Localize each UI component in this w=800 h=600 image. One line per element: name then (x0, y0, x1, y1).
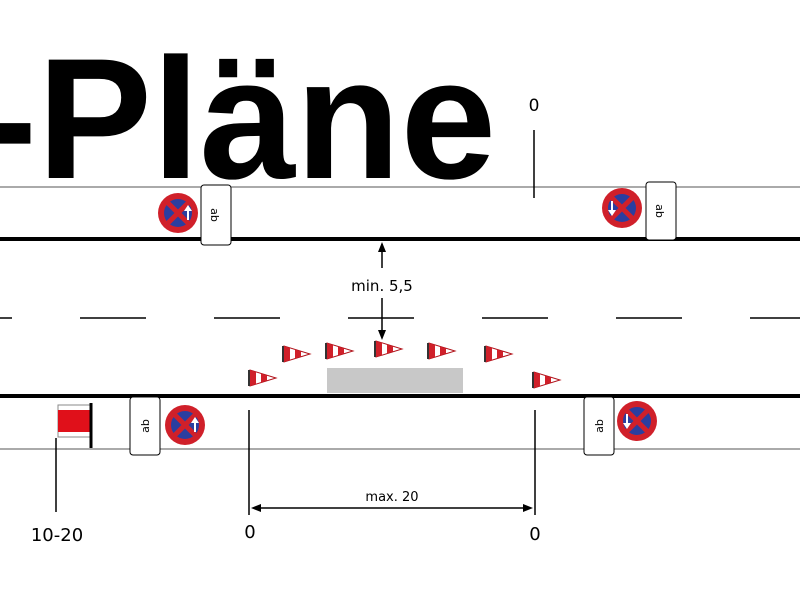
supplementary-plate: ab (583, 396, 615, 456)
max-distance-label: max. 20 (365, 490, 418, 505)
left-zero-label: 0 (244, 522, 255, 543)
no-stopping-sign-icon (617, 401, 657, 441)
no-stopping-sign-icon (165, 405, 205, 445)
cone-icon (531, 371, 561, 389)
svg-text:ab: ab (208, 208, 221, 222)
svg-text:ab: ab (653, 204, 666, 218)
cone-icon (373, 340, 403, 358)
supplementary-plate: ab (129, 396, 161, 456)
cone-icon (324, 342, 354, 360)
barrier-icon (57, 403, 93, 448)
top-zero-label: 0 (529, 96, 540, 116)
supplementary-plate: ab (200, 184, 232, 246)
right-zero-label: 0 (529, 524, 540, 545)
no-stopping-sign-icon (158, 193, 198, 233)
no-stopping-sign-icon (602, 188, 642, 228)
supplementary-plate: ab (645, 181, 677, 241)
cone-icon (247, 369, 277, 387)
work-area (327, 368, 463, 393)
min-distance-label: min. 5,5 (351, 277, 413, 295)
svg-text:ab: ab (593, 419, 606, 433)
cone-icon (483, 345, 513, 363)
cone-icon (281, 345, 311, 363)
cone-icon (426, 342, 456, 360)
svg-text:ab: ab (139, 419, 152, 433)
page-title: -Pläne (0, 23, 496, 215)
barrier-distance-label: 10-20 (31, 525, 83, 546)
